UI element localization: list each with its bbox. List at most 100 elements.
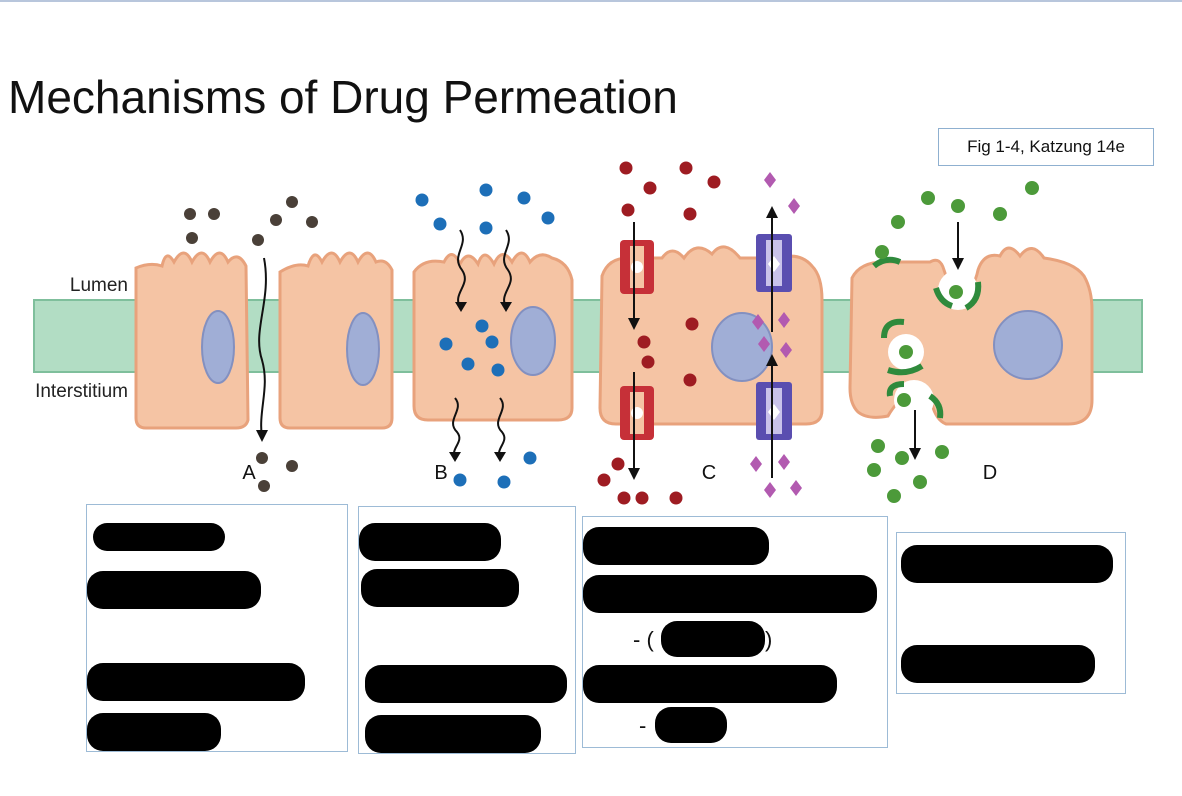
- receptor-d-1: [872, 256, 902, 269]
- redaction: [365, 665, 567, 703]
- receptor-d-4: [881, 318, 905, 339]
- receptor-d-6: [886, 381, 905, 397]
- arrowhead-d-top: [952, 258, 964, 270]
- nucleus-d: [993, 310, 1063, 380]
- arrow-b-2-bottom: [497, 397, 506, 459]
- particle-b: [485, 335, 499, 349]
- particle-d: [871, 439, 885, 453]
- particle-b: [517, 191, 531, 205]
- particle-c: [669, 491, 683, 505]
- particle-b: [479, 183, 493, 197]
- vesicle-d-bottom: [894, 380, 934, 420]
- arrowhead-b-4: [494, 452, 506, 462]
- carrier-red-top: [620, 240, 654, 294]
- particle-c-diamond: [758, 336, 770, 352]
- arrow-b-1-bottom: [452, 397, 461, 459]
- redaction: [583, 527, 769, 565]
- nucleus-b: [510, 306, 556, 376]
- panel-label-c: C: [702, 462, 716, 484]
- arrowhead-d-bottom: [909, 448, 921, 460]
- particle-b: [433, 217, 447, 231]
- particle-b: [415, 193, 429, 207]
- carrier-red-bottom: [620, 386, 654, 440]
- fragment-dash: -: [639, 713, 647, 738]
- particle-c: [643, 181, 657, 195]
- answer-box-b: [358, 506, 576, 754]
- redaction: [359, 523, 501, 561]
- particle-d: [867, 463, 881, 477]
- particle-d: [887, 489, 901, 503]
- receptor-d-3: [964, 281, 982, 311]
- panel-label-b: B: [434, 462, 447, 484]
- arrowhead-b-2: [500, 302, 512, 312]
- panel-label-d: D: [983, 462, 997, 484]
- redaction: [583, 665, 837, 703]
- particle-b: [541, 211, 555, 225]
- particle-c: [683, 373, 697, 387]
- answer-box-a: [86, 504, 348, 752]
- particle-d: [895, 451, 909, 465]
- particle-c: [635, 491, 649, 505]
- particle-b: [439, 337, 453, 351]
- particle-d: [897, 393, 911, 407]
- particle-a: [252, 234, 264, 246]
- particle-a: [306, 216, 318, 228]
- arrow-a-paracellular: [258, 257, 267, 439]
- redaction: [901, 645, 1095, 683]
- panel-label-a: A: [242, 462, 256, 484]
- particle-c-diamond: [750, 456, 762, 472]
- particle-a: [286, 460, 298, 472]
- lumen-label: Lumen: [70, 275, 128, 296]
- arrowhead-a: [256, 430, 268, 442]
- particle-c: [685, 317, 699, 331]
- arrowhead-c-red-bottom: [628, 468, 640, 480]
- particle-c: [617, 491, 631, 505]
- particle-d: [935, 445, 949, 459]
- particle-a: [258, 480, 270, 492]
- interstitium-label: Interstitium: [35, 381, 128, 402]
- particle-c-diamond: [780, 342, 792, 358]
- receptor-d-7: [928, 393, 944, 419]
- particle-d: [1025, 181, 1039, 195]
- particle-c-diamond: [788, 198, 800, 214]
- particle-c: [597, 473, 611, 487]
- particle-c-diamond: [778, 312, 790, 328]
- arrow-b-2-top: [503, 229, 512, 309]
- particle-b: [475, 319, 489, 333]
- fragment-paren-close: ): [765, 627, 773, 652]
- particle-c: [683, 207, 697, 221]
- redaction: [661, 621, 765, 657]
- particle-d: [891, 215, 905, 229]
- cell-a-left: [134, 251, 250, 430]
- arrow-b-1-top: [457, 229, 466, 309]
- nucleus-c: [711, 312, 773, 382]
- particle-a: [208, 208, 220, 220]
- particle-a: [286, 196, 298, 208]
- redaction: [365, 715, 541, 753]
- answer-box-d: [896, 532, 1126, 694]
- slide-title: Mechanisms of Drug Permeation: [8, 71, 678, 123]
- redaction: [87, 663, 305, 701]
- arrowhead-b-1: [455, 302, 467, 312]
- arrowhead-c-blue-top: [766, 206, 778, 218]
- particle-c-diamond: [790, 480, 802, 496]
- particle-a: [256, 452, 268, 464]
- particle-d: [899, 345, 913, 359]
- redaction: [655, 707, 727, 743]
- particle-a: [270, 214, 282, 226]
- particle-c: [637, 335, 651, 349]
- particle-c: [619, 161, 633, 175]
- particle-b: [461, 357, 475, 371]
- redaction: [901, 545, 1113, 583]
- particle-b: [479, 221, 493, 235]
- particle-b: [523, 451, 537, 465]
- particle-d: [913, 475, 927, 489]
- fragment-paren-open: - (: [633, 627, 654, 652]
- particle-c: [707, 175, 721, 189]
- answer-box-c: - ( ) -: [582, 516, 888, 748]
- particle-c: [621, 203, 635, 217]
- particle-d: [949, 285, 963, 299]
- carrier-blue-top: [756, 234, 792, 292]
- carrier-blue-bottom: [756, 382, 792, 440]
